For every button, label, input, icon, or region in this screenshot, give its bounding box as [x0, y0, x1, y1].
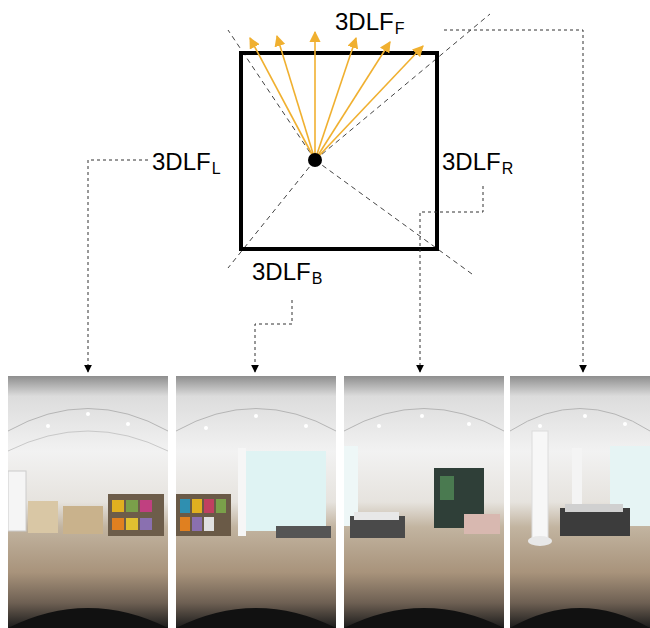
- panorama-front: [510, 376, 650, 628]
- view-rays: [250, 32, 423, 160]
- view-label: 3DLF: [442, 150, 501, 174]
- view-label: 3DLF: [335, 10, 394, 34]
- view-subscript: F: [395, 21, 405, 37]
- view-subscript: L: [212, 161, 221, 177]
- view-subscript: R: [502, 161, 514, 177]
- view-subscript: B: [312, 271, 323, 287]
- view-label: 3DLF: [152, 150, 211, 174]
- view-boundary: [228, 14, 490, 274]
- room-square: [241, 53, 437, 249]
- panorama-left: [8, 376, 168, 628]
- leader-line: [88, 30, 583, 372]
- panorama-back: [176, 376, 336, 628]
- panorama-right: [344, 376, 504, 628]
- camera-point: [308, 153, 322, 167]
- view-label: 3DLF: [252, 260, 311, 284]
